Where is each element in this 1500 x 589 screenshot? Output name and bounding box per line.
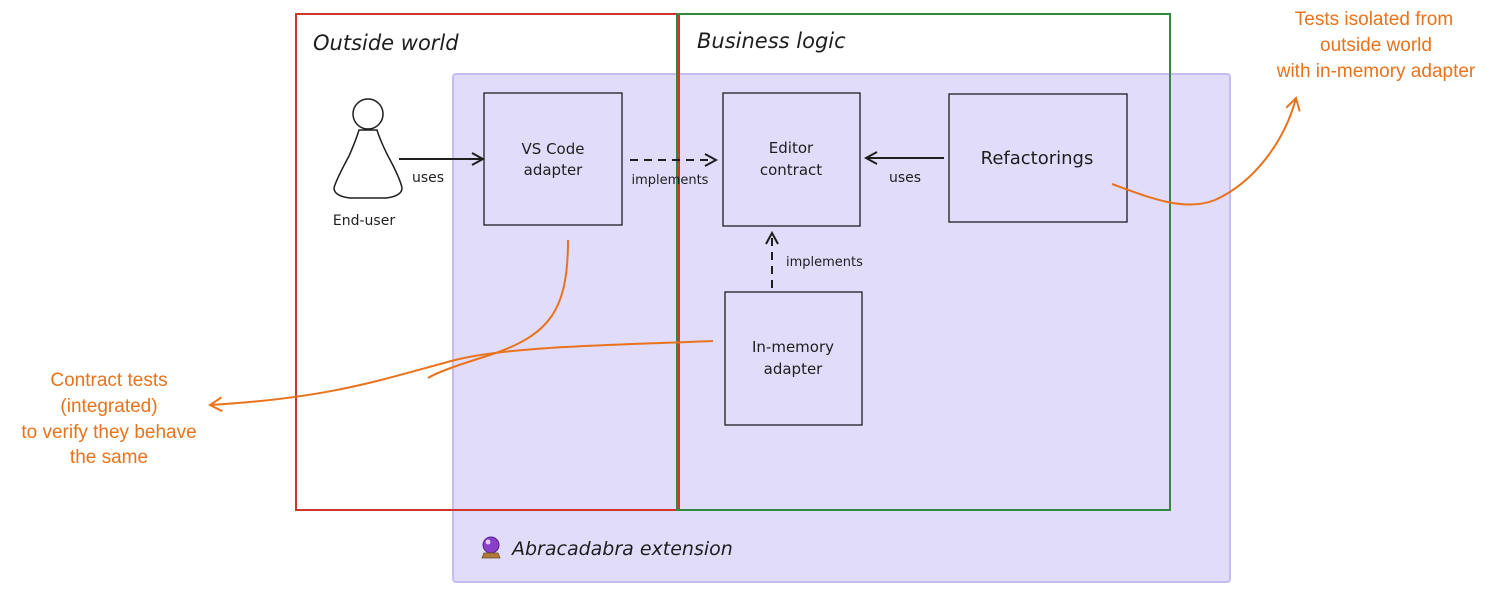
vscode-adapter-line-2: adapter [524,161,584,179]
edge-inmemory-implements-label: implements [786,255,863,270]
edge-inmemory-implements-contract: implements [772,233,863,288]
business-logic-region: Business logic [676,13,1171,511]
end-user-node: End-user [333,98,403,229]
outside-world-label: Outside world [313,31,459,55]
refactorings-label: Refactorings [981,148,1094,169]
edge-user-uses-vscode: uses [399,159,483,186]
editor-contract-line-1: Editor [769,139,814,157]
annotation-tests-isolated: Tests isolated from outside world with i… [1111,9,1476,206]
edge-user-uses-label: uses [412,170,444,186]
in-memory-adapter-line-2: adapter [764,360,824,378]
contract-tests-line-3: to verify they behave [21,422,196,443]
tests-isolated-line-1: Tests isolated from [1295,9,1453,30]
business-logic-label: Business logic [697,29,846,53]
edge-vscode-implements-label: implements [632,173,709,188]
editor-contract-line-2: contract [760,161,822,179]
edge-vscode-implements-contract: implements [630,160,716,188]
in-memory-adapter-node: In-memory adapter [724,291,863,426]
contract-tests-line-1: Contract tests [50,370,167,391]
tests-isolated-line-2: outside world [1320,35,1432,56]
tests-isolated-line-3: with in-memory adapter [1276,61,1476,82]
in-memory-adapter-line-1: In-memory [752,338,834,356]
contract-tests-line-4: the same [70,447,148,468]
outside-world-region: Outside world [295,13,680,511]
contract-tests-line-2: (integrated) [60,396,157,417]
crystal-ball-icon [481,536,501,559]
vscode-adapter-line-1: VS Code [522,140,585,158]
extension-label-group: Abracadabra extension [481,536,733,560]
vscode-adapter-node: VS Code adapter [483,92,623,226]
edge-refactorings-uses-label: uses [889,170,921,186]
editor-contract-node: Editor contract [722,92,861,227]
annotation-contract-tests: Contract tests (integrated) to verify th… [21,239,714,468]
edge-refactorings-uses-contract: uses [866,158,944,186]
refactorings-node: Refactorings [948,93,1128,223]
person-icon [333,98,403,199]
end-user-label: End-user [333,213,395,229]
extension-label: Abracadabra extension [510,538,733,560]
